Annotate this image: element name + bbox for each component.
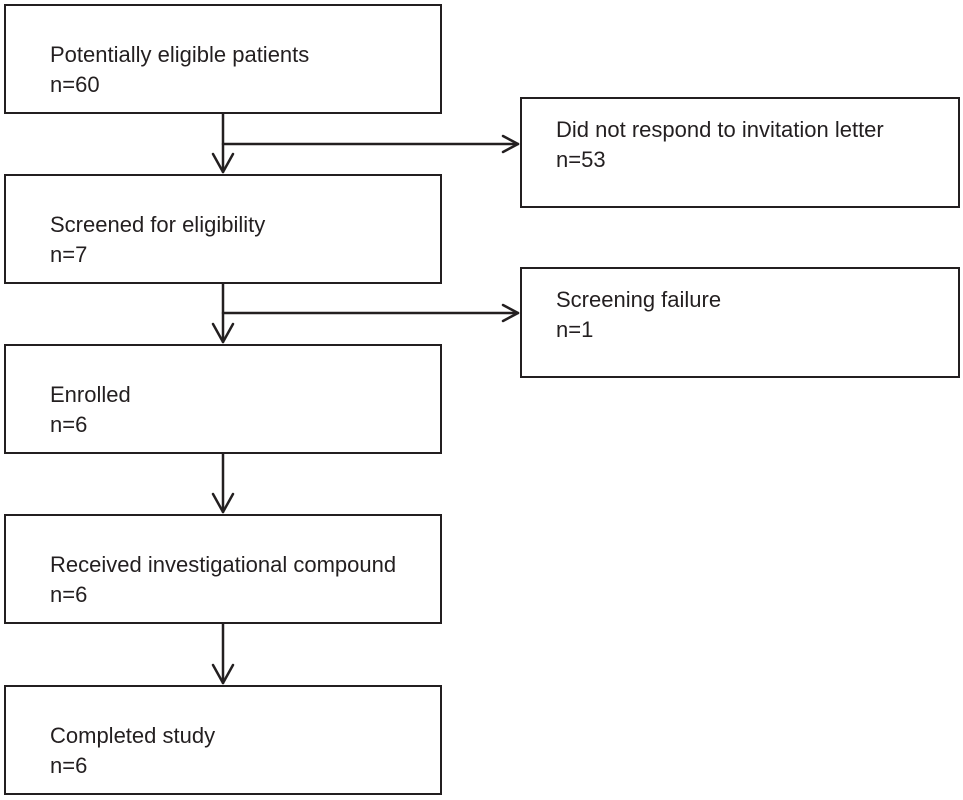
step-count: n=6 [50,412,88,437]
step-label: Screened for eligibility [50,212,266,237]
step-screened: Screened for eligibility n=7 [4,174,442,284]
step-count: n=6 [50,753,88,778]
arrowhead-4-5 [211,663,235,685]
step-received-compound: Received investigational compound n=6 [4,514,442,624]
step-completed-study: Completed study n=6 [4,685,442,795]
arrowhead-2-3 [211,322,235,344]
step-enrolled: Enrolled n=6 [4,344,442,454]
arrowhead-exclusion-2 [501,303,520,323]
step-count: n=6 [50,582,88,607]
exclusion-label: Screening failure [556,287,722,312]
step-label: Potentially eligible patients [50,42,310,67]
arrowhead-exclusion-1 [501,134,520,154]
exclusion-label: Did not respond to invitation letter [556,117,884,142]
step-label: Enrolled [50,382,131,407]
step-label: Received investigational compound [50,552,397,577]
arrowhead-1-2 [211,152,235,174]
exclusion-screening-failure: Screening failure n=1 [520,267,960,378]
step-potentially-eligible: Potentially eligible patients n=60 [4,4,442,114]
arrowhead-3-4 [211,492,235,514]
exclusion-no-response: Did not respond to invitation letter n=5… [520,97,960,208]
step-label: Completed study [50,723,216,748]
step-count: n=60 [50,72,100,97]
exclusion-count: n=53 [556,147,606,172]
exclusion-count: n=1 [556,317,594,342]
step-count: n=7 [50,242,88,267]
